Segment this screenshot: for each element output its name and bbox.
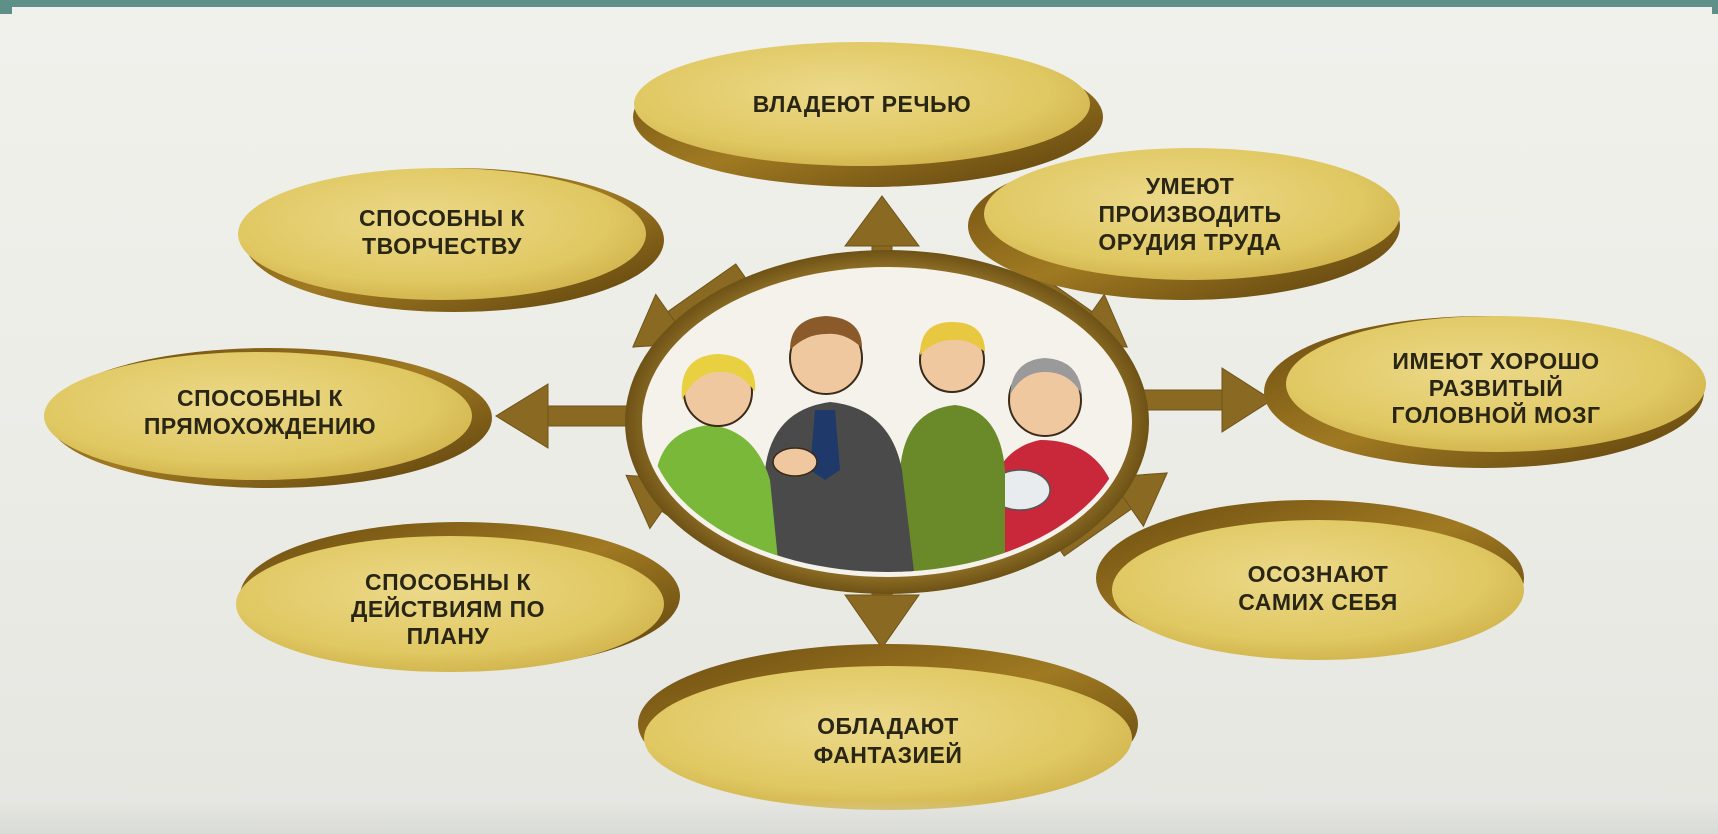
node-top-line-1: ВЛАДЕЮТ РЕЧЬЮ <box>753 91 972 117</box>
node-top-right: УМЕЮТ ПРОИЗВОДИТЬ ОРУДИЯ ТРУДА <box>968 148 1400 300</box>
node-bottom-line-2: ФАНТАЗИЕЙ <box>814 741 963 768</box>
node-bottom-left-line-2: ДЕЙСТВИЯМ ПО <box>351 595 545 622</box>
node-right-line-3: ГОЛОВНОЙ МОЗГ <box>1391 401 1600 428</box>
arrow-right <box>1129 367 1273 433</box>
node-top-left: СПОСОБНЫ К ТВОРЧЕСТВУ <box>238 168 664 312</box>
node-left: СПОСОБНЫ К ПРЯМОХОЖДЕНИЮ <box>44 348 492 488</box>
node-bottom-left-line-1: СПОСОБНЫ К <box>365 569 532 595</box>
node-bottom-right-line-2: САМИХ СЕБЯ <box>1238 589 1398 615</box>
node-top-right-line-2: ПРОИЗВОДИТЬ <box>1098 201 1281 227</box>
node-right-line-1: ИМЕЮТ ХОРОШО <box>1392 348 1599 374</box>
center-picture <box>625 250 1149 594</box>
node-bottom-right: ОСОЗНАЮТ САМИХ СЕБЯ <box>1096 500 1524 660</box>
photo-shadow <box>0 800 1718 834</box>
node-top-left-line-2: ТВОРЧЕСТВУ <box>362 233 522 259</box>
node-bottom-right-line-1: ОСОЗНАЮТ <box>1248 561 1389 587</box>
node-bottom-left: СПОСОБНЫ К ДЕЙСТВИЯМ ПО ПЛАНУ <box>236 522 680 672</box>
node-top: ВЛАДЕЮТ РЕЧЬЮ <box>633 42 1103 187</box>
arrow-left <box>495 383 641 449</box>
node-bottom-left-line-3: ПЛАНУ <box>407 623 490 649</box>
node-left-line-1: СПОСОБНЫ К <box>177 385 344 411</box>
node-top-right-line-1: УМЕЮТ <box>1146 173 1235 199</box>
photo-edge <box>0 0 1718 14</box>
node-right: ИМЕЮТ ХОРОШО РАЗВИТЫЙ ГОЛОВНОЙ МОЗГ <box>1264 316 1706 468</box>
node-bottom-line-1: ОБЛАДАЮТ <box>817 713 959 739</box>
node-bottom: ОБЛАДАЮТ ФАНТАЗИЕЙ <box>638 644 1138 810</box>
people-illustration <box>650 316 1120 572</box>
node-top-left-line-1: СПОСОБНЫ К <box>359 205 526 231</box>
node-top-right-line-3: ОРУДИЯ ТРУДА <box>1098 229 1281 255</box>
node-left-line-2: ПРЯМОХОЖДЕНИЮ <box>144 413 376 439</box>
node-right-line-2: РАЗВИТЫЙ <box>1429 374 1564 401</box>
